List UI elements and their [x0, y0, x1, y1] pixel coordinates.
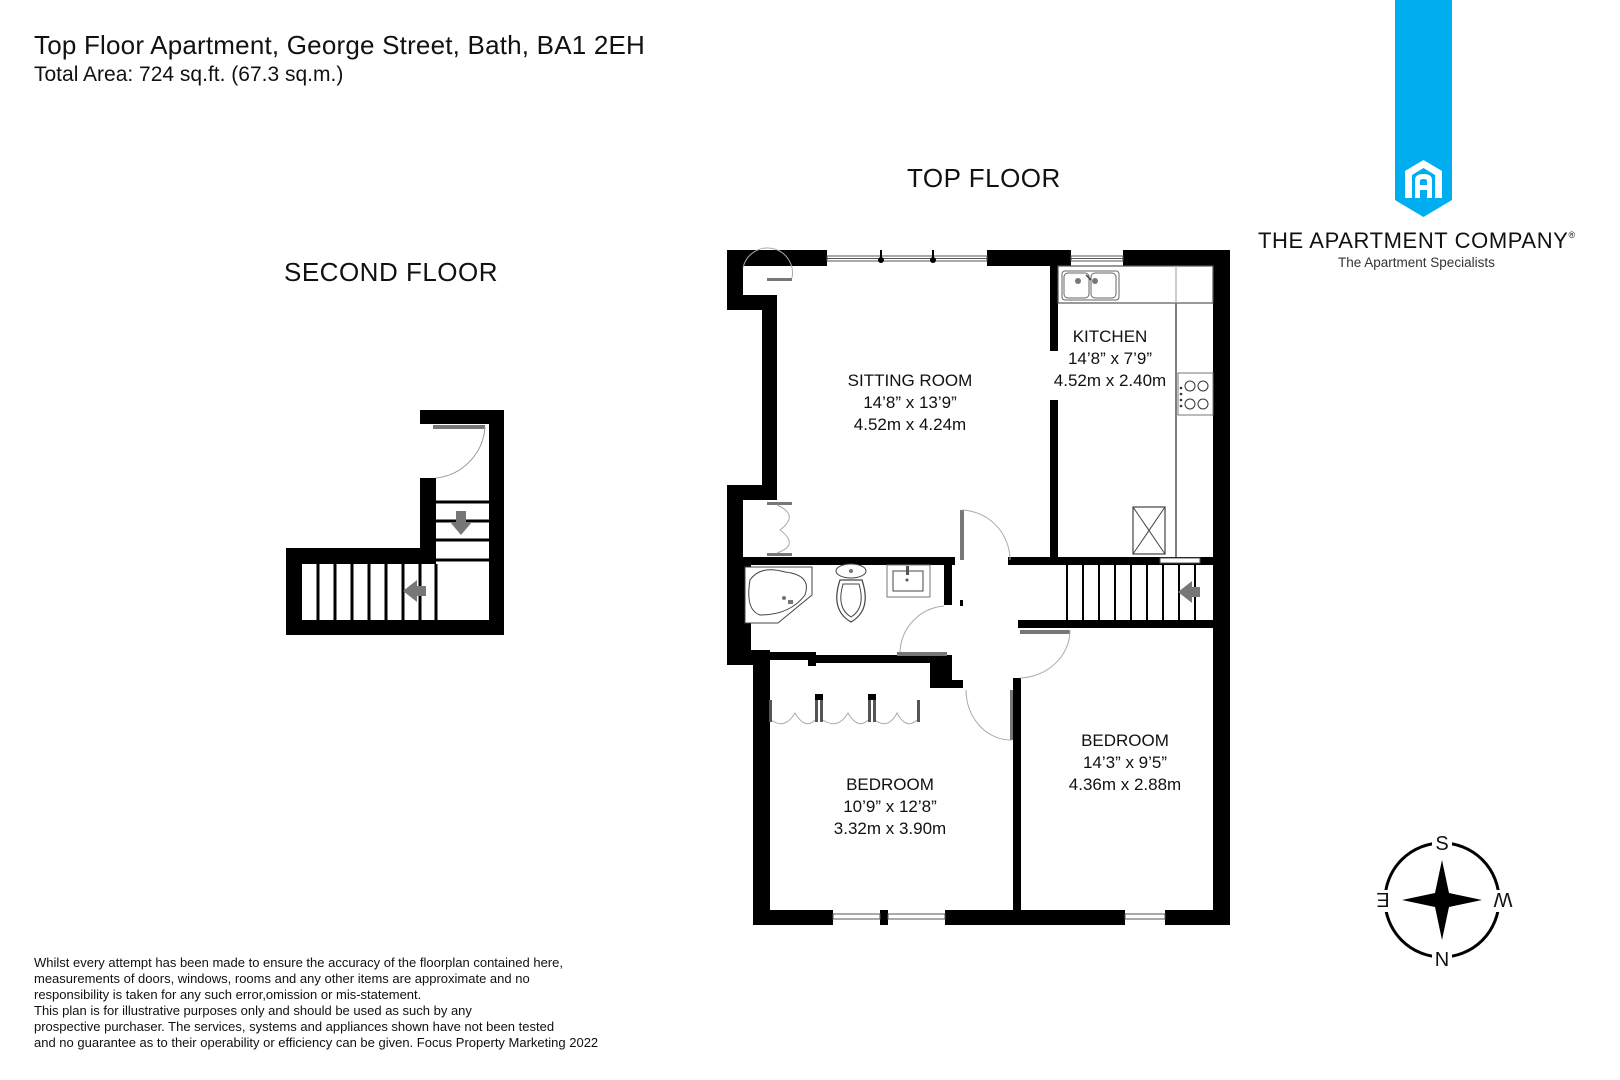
hob-icon — [1177, 372, 1214, 416]
stair-arrow-down-icon — [450, 511, 472, 535]
top-floor-label: TOP FLOOR — [907, 163, 1061, 193]
stair-arrow-left-icon — [1178, 581, 1200, 603]
page-title: Top Floor Apartment, George Street, Bath… — [34, 30, 645, 60]
sink-icon — [1061, 270, 1120, 301]
compass-east: E — [1376, 888, 1389, 910]
company-name: THE APARTMENT COMPANY® — [1258, 228, 1576, 253]
room-label-bedroom-1: BEDROOM 10’9” x 12’8” 3.32m x 3.90m — [833, 775, 947, 838]
room-label-sitting-room: SITTING ROOM 14’8” x 13’9” 4.52m x 4.24m — [847, 371, 973, 434]
window — [826, 250, 988, 263]
room-label-bedroom-2: BEDROOM 14’3” x 9’5” 4.36m x 2.88m — [1068, 731, 1182, 794]
bath-icon — [744, 566, 813, 624]
window — [1070, 255, 1124, 262]
second-floor-label: SECOND FLOOR — [284, 257, 499, 287]
basin-icon — [886, 564, 931, 598]
room-label-kitchen: KITCHEN 14’8” x 7’9” 4.52m x 2.40m — [1053, 327, 1167, 390]
second-floor-plan — [286, 410, 504, 635]
compass-west: W — [1493, 888, 1512, 910]
stair-arrow-left-icon — [403, 580, 426, 602]
compass-north: N — [1435, 949, 1449, 971]
disclaimer: Whilst every attempt has been made to en… — [34, 955, 599, 1050]
compass-star-icon — [1402, 860, 1482, 940]
compass-south: S — [1435, 833, 1448, 855]
window — [832, 913, 1166, 920]
top-floor-plan — [727, 247, 1230, 925]
company-tagline: The Apartment Specialists — [1338, 255, 1495, 270]
toilet-icon — [835, 563, 867, 623]
wardrobe — [770, 711, 918, 725]
total-area: Total Area: 724 sq.ft. (67.3 sq.m.) — [34, 63, 344, 86]
appliance-box-icon — [1132, 506, 1166, 555]
compass: S N E W — [1375, 830, 1513, 971]
